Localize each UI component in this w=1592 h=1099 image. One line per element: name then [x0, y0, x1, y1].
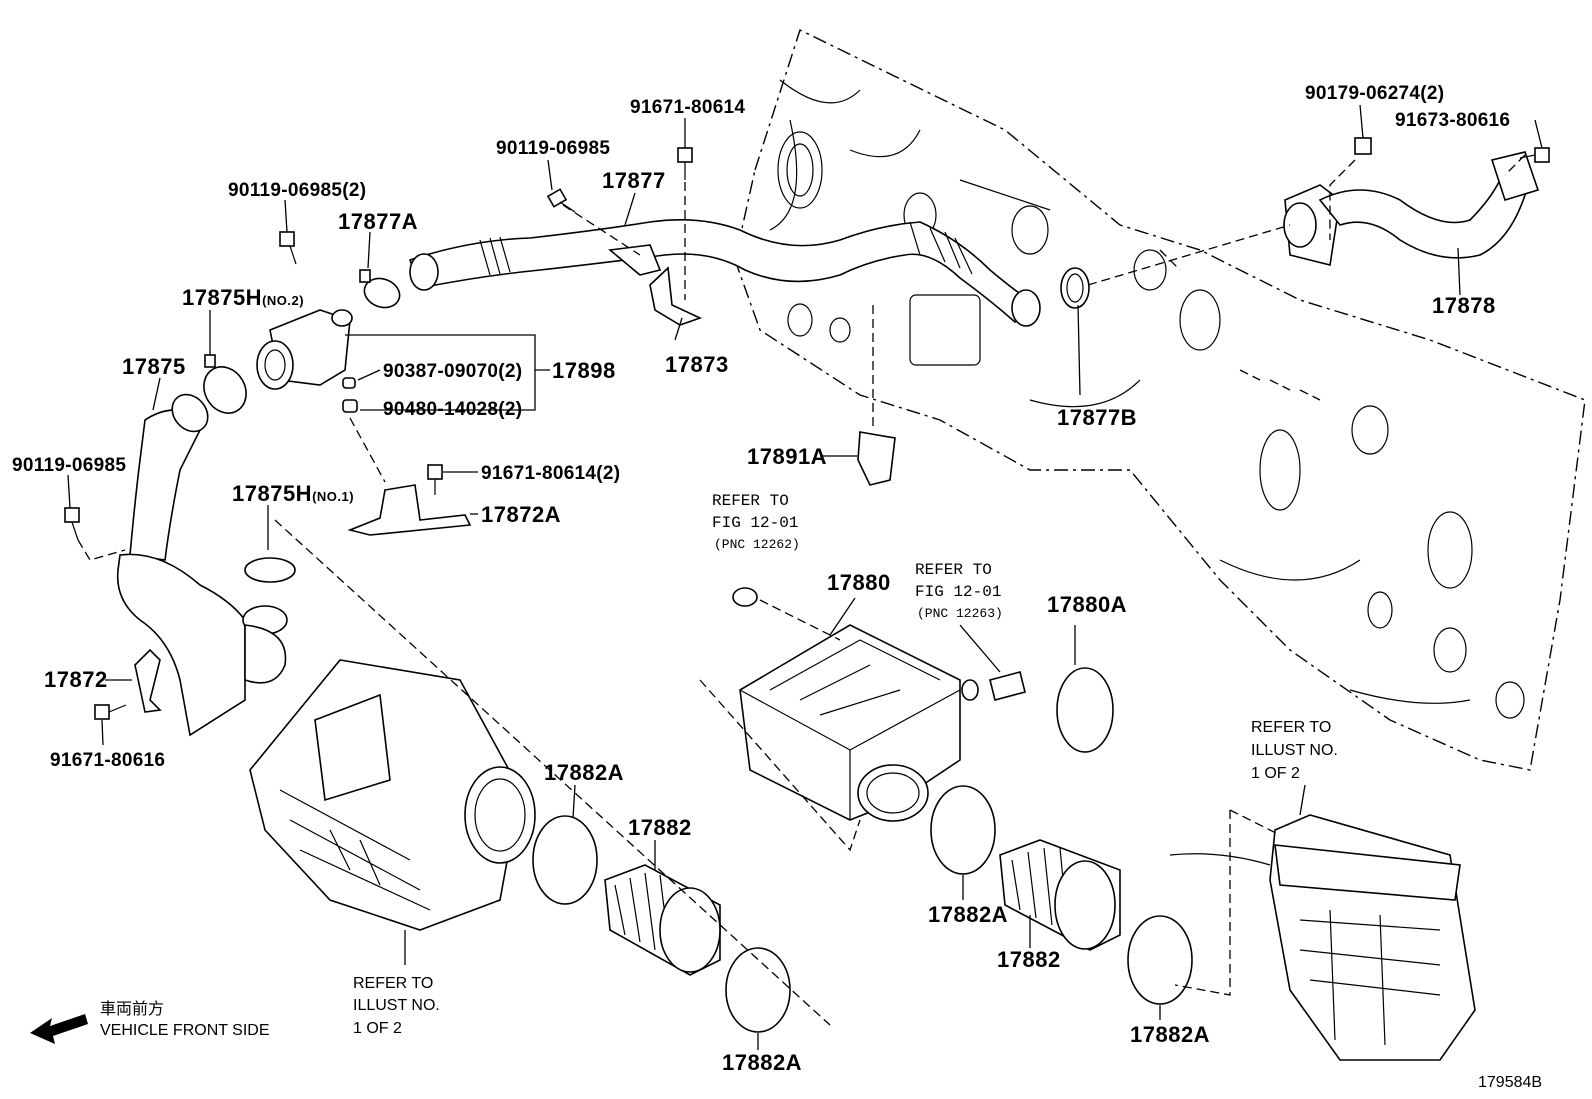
- duct-17877: [408, 218, 1041, 327]
- label-17882-2: 17882: [997, 947, 1061, 972]
- clamp-17875h-no1: [244, 557, 296, 583]
- legend-english: VEHICLE FRONT SIDE: [100, 1022, 270, 1039]
- bracket-17873: [649, 266, 703, 326]
- bellows-17882-b: [999, 839, 1121, 951]
- clamp-17877a: [363, 277, 401, 309]
- label-17882a-3: 17882A: [1130, 1022, 1210, 1047]
- pipe-12262: [732, 587, 758, 607]
- label-90179-06274: 90179-06274(2): [1305, 83, 1444, 104]
- label-17882a-1: 17882A: [544, 760, 624, 785]
- note-fig2-line1: REFER TO: [915, 561, 992, 579]
- legend: 車両前方 VEHICLE FRONT SIDE: [100, 1000, 270, 1039]
- legend-japanese: 車両前方: [100, 1000, 164, 1018]
- air-cleaner-17880: [739, 624, 979, 822]
- clamp-17880a: [1056, 667, 1114, 753]
- reference-assembly-left: [249, 659, 536, 931]
- label-90480-14028: 90480-14028(2): [383, 399, 522, 420]
- label-17882a-2: 17882A: [928, 902, 1008, 927]
- front-arrow-icon: [30, 1014, 88, 1044]
- resonator-17898: [256, 309, 358, 413]
- bracket-17891a: [857, 431, 896, 486]
- bracket-17872a: [347, 484, 472, 536]
- inlet-hose-17875: [116, 393, 288, 737]
- note-fig1-line2: FIG 12-01: [712, 514, 798, 532]
- note-fig2-line3: (PNC 12263): [917, 606, 1003, 621]
- label-91673-80616: 91673-80616: [1395, 110, 1510, 131]
- label-17882a-4: 17882A: [722, 1050, 802, 1075]
- label-17882-1: 17882: [628, 815, 692, 840]
- label-90119-06985-left: 90119-06985: [12, 455, 126, 476]
- label-17898: 17898: [552, 358, 616, 383]
- label-17875: 17875: [122, 354, 186, 379]
- label-17877: 17877: [602, 168, 666, 193]
- note-illust-left-line3: 1 OF 2: [353, 1020, 402, 1037]
- clamp-17882a-1: [532, 815, 598, 905]
- label-90119-06985-2: 90119-06985(2): [228, 180, 366, 201]
- label-91671-80616: 91671-80616: [50, 750, 165, 771]
- bolts: [64, 137, 1550, 720]
- clamp-17877b: [1060, 267, 1090, 309]
- label-17880: 17880: [827, 570, 891, 595]
- clamp-17882a-3: [1127, 915, 1193, 1005]
- part-labels: 91671-80614 90119-06985 17877 90119-0698…: [12, 83, 1510, 1075]
- label-91671-80614: 91671-80614: [630, 97, 745, 118]
- dashed-lines: [77, 154, 1526, 1026]
- label-17873: 17873: [665, 352, 729, 377]
- label-90119-06985-top: 90119-06985: [496, 138, 610, 159]
- note-fig1-line1: REFER TO: [712, 492, 789, 510]
- note-illust-left-line2: ILLUST NO.: [353, 997, 440, 1014]
- figure-id: 179584B: [1478, 1074, 1542, 1091]
- clamp-17875h-no2: [203, 366, 247, 414]
- pipe-12263: [989, 671, 1026, 701]
- note-illust-right-line1: REFER TO: [1251, 719, 1331, 736]
- label-17878: 17878: [1432, 293, 1496, 318]
- label-17875h-no2: 17875H(NO.2): [182, 285, 304, 310]
- label-17877b: 17877B: [1057, 405, 1137, 430]
- duct-17878: [1283, 151, 1540, 266]
- label-17880a: 17880A: [1047, 592, 1127, 617]
- note-fig2-line2: FIG 12-01: [915, 583, 1001, 601]
- label-17875h-no1: 17875H(NO.1): [232, 481, 354, 506]
- dash-panel: [734, 29, 1586, 771]
- note-illust-right-line2: ILLUST NO.: [1251, 742, 1338, 759]
- note-illust-right-line3: 1 OF 2: [1251, 765, 1300, 782]
- label-90387-09070: 90387-09070(2): [383, 361, 522, 382]
- note-fig1-line3: (PNC 12262): [714, 537, 800, 552]
- leader-lines: [67, 104, 1543, 1050]
- reference-notes: REFER TO FIG 12-01 (PNC 12262) REFER TO …: [353, 492, 1338, 1037]
- clamp-17882a-2: [930, 785, 996, 875]
- label-17872a: 17872A: [481, 502, 561, 527]
- clamp-17882a-4: [725, 947, 791, 1033]
- reference-assembly-right: [1169, 814, 1476, 1061]
- bellows-17882-a: [604, 864, 721, 976]
- label-17872: 17872: [44, 667, 108, 692]
- label-17877a: 17877A: [338, 209, 418, 234]
- bracket-17872: [134, 648, 162, 713]
- note-illust-left-line1: REFER TO: [353, 975, 433, 992]
- label-17891a: 17891A: [747, 444, 827, 469]
- label-91671-80614-2: 91671-80614(2): [481, 463, 620, 484]
